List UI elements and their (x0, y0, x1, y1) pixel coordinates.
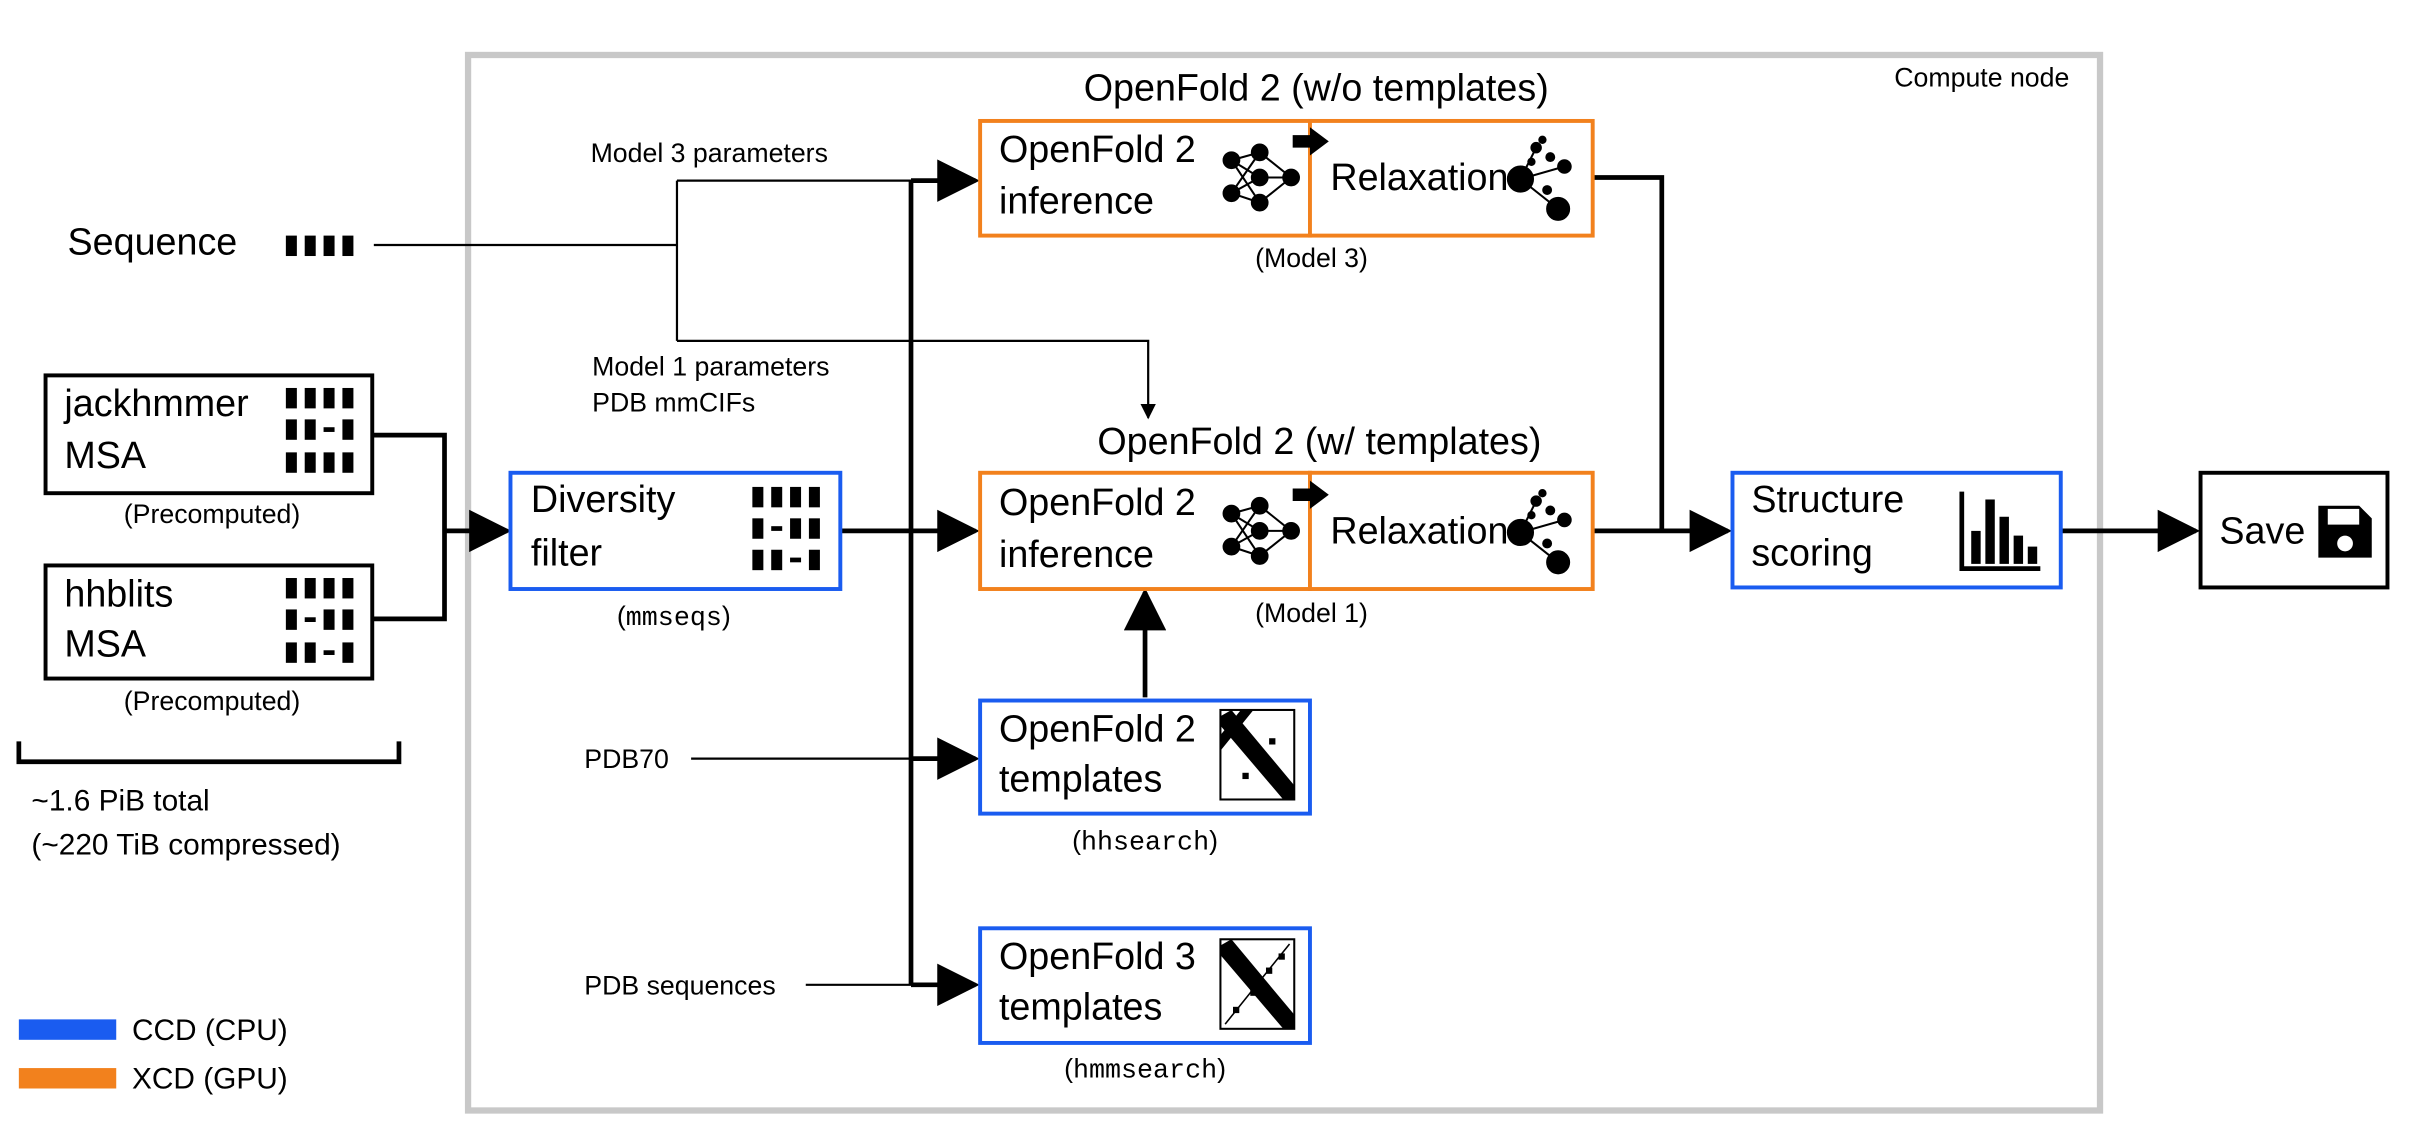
model1-params-label: Model 1 parameters (592, 351, 829, 381)
molecule-icon (1506, 489, 1572, 575)
svg-text:Diversity: Diversity (531, 478, 676, 520)
svg-text:MSA: MSA (64, 434, 147, 476)
svg-text:OpenFold 2: OpenFold 2 (999, 481, 1196, 523)
model3-note: (Model 3) (1255, 243, 1368, 273)
legend-label-xcd: XCD (GPU) (132, 1062, 288, 1095)
svg-text:inference: inference (999, 533, 1154, 575)
of2-templates-box: OpenFold 2 templates (978, 698, 1312, 816)
svg-text:templates: templates (999, 758, 1162, 800)
structure-scoring-box: Structure scoring (1730, 470, 2063, 590)
sequence-label: Sequence (68, 220, 238, 262)
svg-text:jackhmmer: jackhmmer (63, 382, 248, 424)
hhblits-note: (Precomputed) (124, 686, 301, 716)
storage-brace (16, 741, 402, 765)
diversity-filter-note: (mmseqs) (617, 601, 731, 634)
svg-text:filter: filter (531, 531, 602, 573)
of3-templates-note: (hmmsearch) (1064, 1054, 1226, 1087)
diversity-filter-box: Diversity filter (508, 470, 843, 591)
wo-templates-title: OpenFold 2 (w/o templates) (1084, 67, 1549, 109)
model3-params-label: Model 3 parameters (591, 138, 828, 168)
svg-text:OpenFold 2: OpenFold 2 (999, 707, 1196, 749)
compute-node-label: Compute node (1894, 62, 2069, 92)
save-box: Save (2198, 470, 2390, 590)
svg-text:hhblits: hhblits (64, 572, 173, 614)
w-templates-relaxation-box: Relaxation (1308, 470, 1595, 591)
svg-text:OpenFold 3: OpenFold 3 (999, 935, 1196, 977)
handoff-arrow-icon (1292, 127, 1329, 156)
svg-text:inference: inference (999, 180, 1154, 222)
storage-compressed: (~220 TiB compressed) (31, 828, 340, 861)
bar-chart-icon (1959, 491, 2041, 571)
wo-templates-inference-box: OpenFold 2 inference (978, 118, 1312, 238)
pdb-sequences-label: PDB sequences (584, 970, 775, 1000)
molecule-icon (1506, 135, 1572, 221)
jackhmmer-msa-box: jackhmmer MSA (43, 373, 375, 496)
svg-text:Structure: Structure (1751, 478, 1904, 520)
svg-text:scoring: scoring (1751, 531, 1872, 573)
wo-templates-relaxation-box: Relaxation (1308, 118, 1595, 238)
svg-text:Save: Save (2219, 509, 2305, 551)
svg-text:MSA: MSA (64, 623, 147, 665)
parameter-connectors (373, 179, 1156, 986)
w-templates-title: OpenFold 2 (w/ templates) (1097, 420, 1541, 462)
svg-text:OpenFold 2: OpenFold 2 (999, 128, 1196, 170)
alignment-matrix-icon (1219, 938, 1296, 1030)
svg-text:templates: templates (999, 985, 1162, 1027)
pdb-mmcifs-label: PDB mmCIFs (592, 388, 755, 418)
floppy-disk-icon (2318, 505, 2372, 558)
handoff-arrow-icon (1292, 480, 1329, 509)
neural-network-icon (1222, 143, 1300, 212)
of2-templates-note: (hhsearch) (1072, 826, 1218, 859)
alignment-matrix-icon (1219, 708, 1296, 801)
legend-swatch-ccd (18, 1019, 117, 1040)
jackhmmer-note: (Precomputed) (124, 499, 301, 529)
data-flow-connectors (373, 159, 2201, 1007)
sequence-icon (285, 235, 354, 257)
legend-swatch-xcd (18, 1068, 117, 1089)
legend-label-ccd: CCD (CPU) (132, 1014, 288, 1047)
compute-node-frame (464, 51, 2104, 1114)
legend: CCD (CPU) XCD (GPU) (18, 1014, 288, 1095)
model1-note: (Model 1) (1255, 598, 1368, 628)
svg-text:Relaxation: Relaxation (1330, 509, 1508, 551)
hhblits-msa-box: hhblits MSA (43, 563, 375, 681)
neural-network-icon (1222, 496, 1300, 565)
msa-grid-icon (285, 578, 354, 663)
msa-grid-icon (285, 387, 354, 473)
w-templates-inference-box: OpenFold 2 inference (978, 470, 1312, 591)
of3-templates-box: OpenFold 3 templates (978, 926, 1312, 1045)
storage-total: ~1.6 PiB total (31, 784, 209, 817)
msa-grid-icon (752, 486, 820, 571)
pdb70-label: PDB70 (584, 744, 669, 774)
svg-text:Relaxation: Relaxation (1330, 156, 1508, 198)
